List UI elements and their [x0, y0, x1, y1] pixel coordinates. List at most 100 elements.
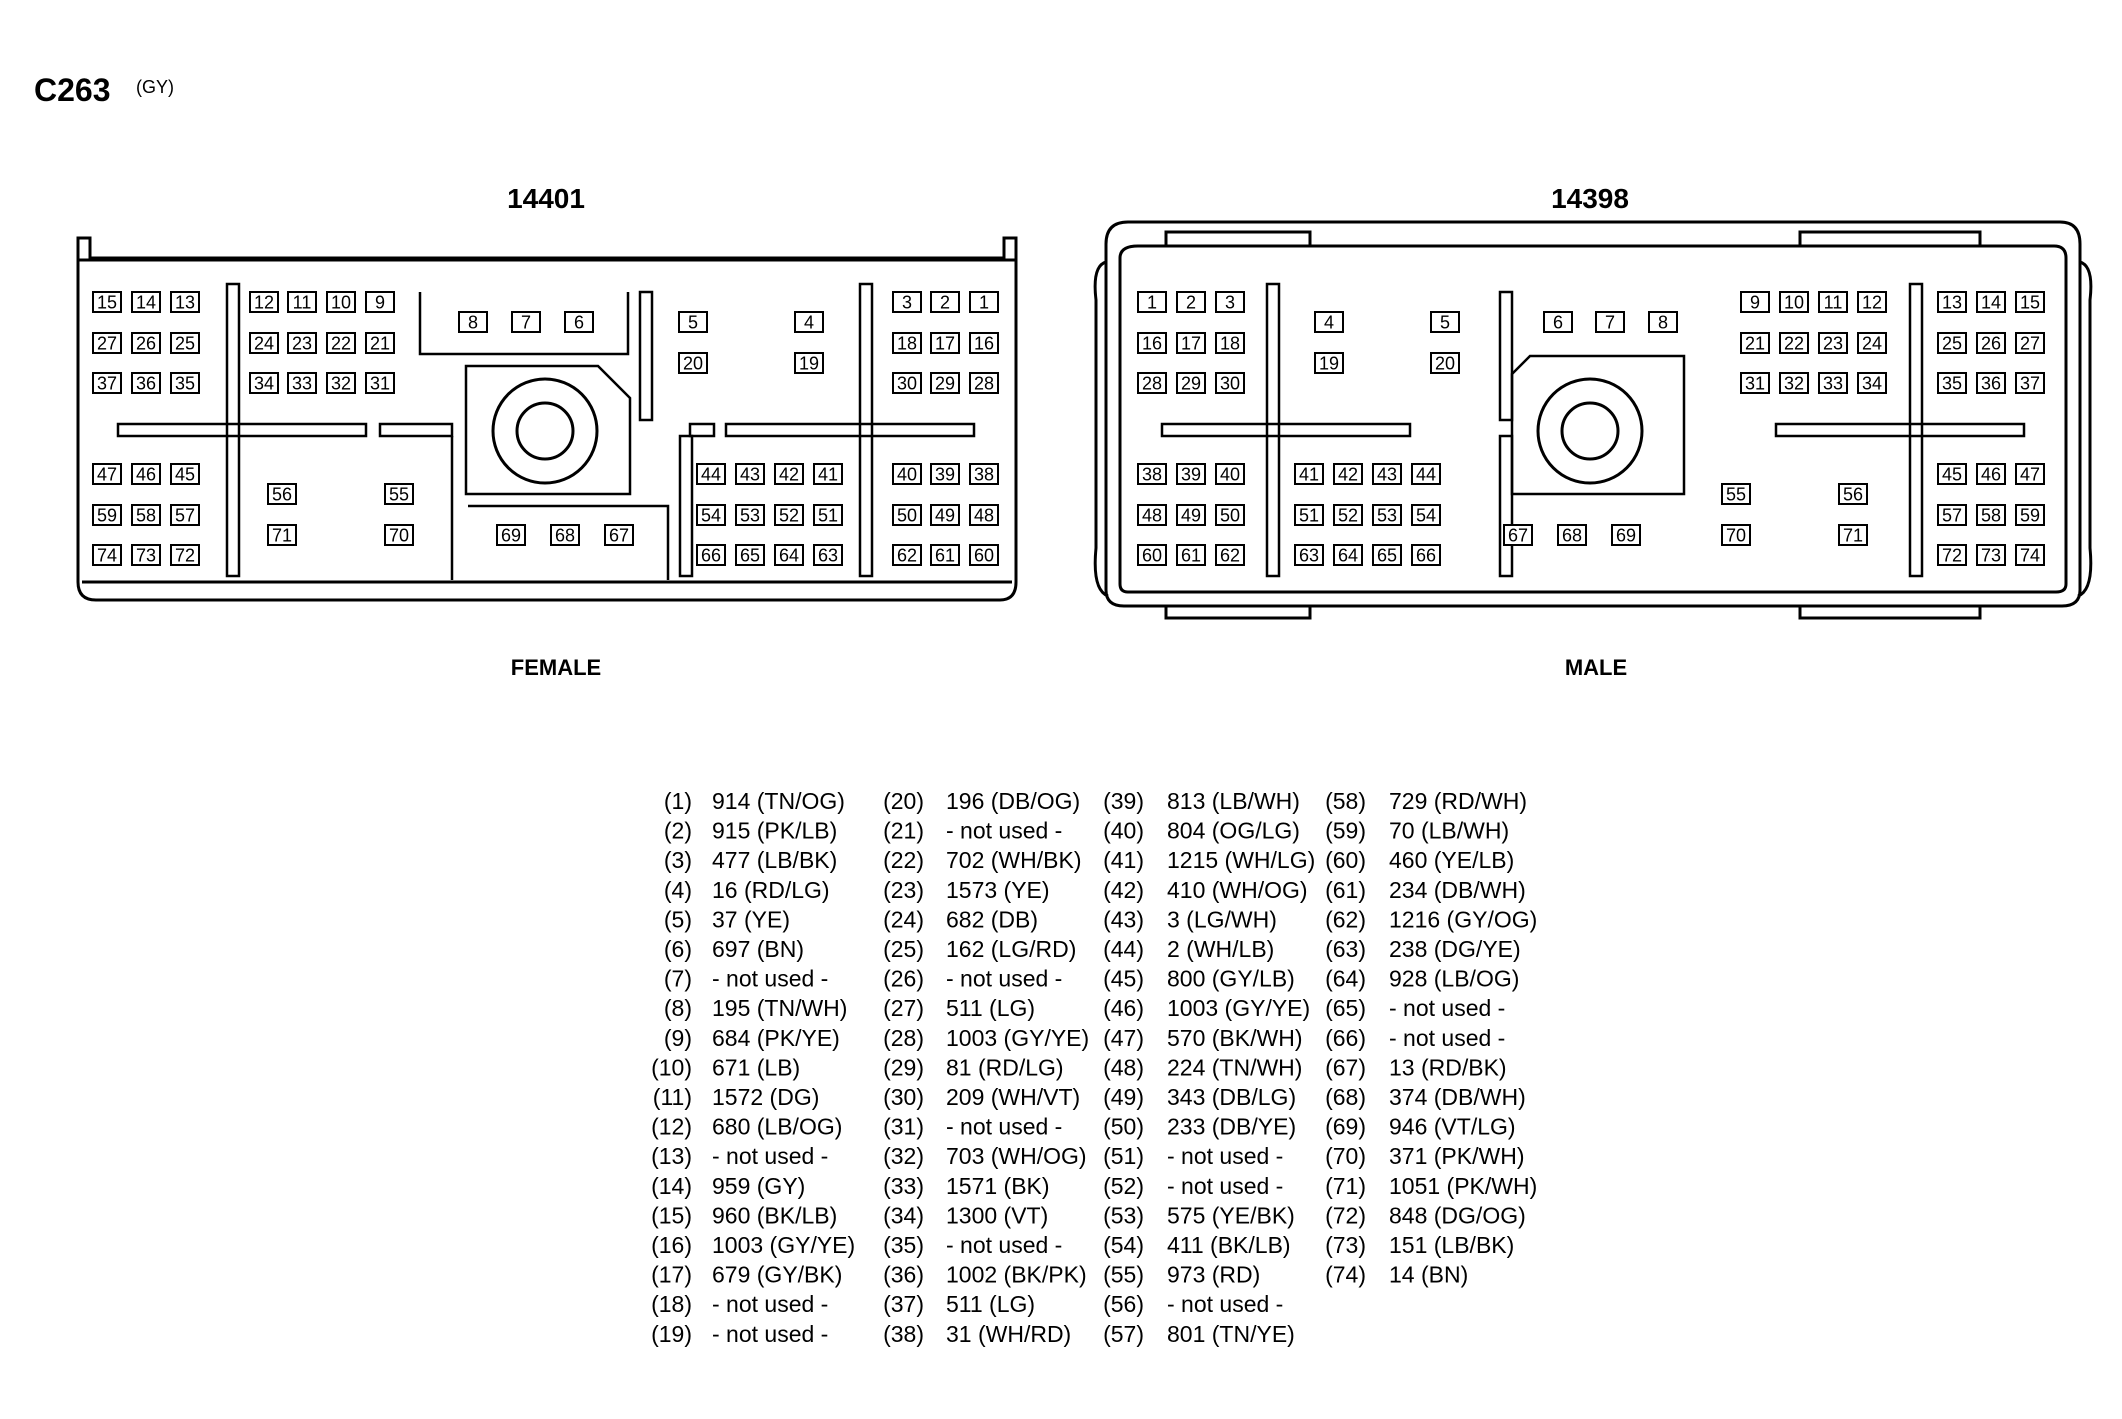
pin-number: 73 — [136, 546, 156, 566]
pin-number: 24 — [254, 334, 274, 354]
pin-table-pin: (74) — [1325, 1262, 1366, 1288]
male-pin-cavity-29: 29 — [1176, 372, 1206, 394]
male-housing-inner — [1118, 244, 2068, 594]
male-pin-cavity-66: 66 — [1411, 544, 1441, 566]
male-part-number: 14398 — [1551, 183, 1629, 214]
pin-box — [1818, 291, 1848, 313]
pin-box — [1215, 372, 1245, 394]
pin-box — [131, 504, 161, 526]
pin-number: 68 — [555, 526, 575, 546]
pin-box — [678, 311, 708, 333]
pin-box — [92, 504, 122, 526]
pin-box — [1976, 544, 2006, 566]
pin-number: 12 — [254, 293, 274, 313]
pin-number: 43 — [1377, 465, 1397, 485]
male-pin-cavity-32: 32 — [1779, 372, 1809, 394]
male-pin-cavity-67: 67 — [1503, 524, 1533, 546]
female-pin-cavity-7: 7 — [511, 311, 541, 333]
female-pin-cavity-24: 24 — [249, 332, 279, 354]
pin-table-circuit: 682 (DB) — [946, 906, 1038, 932]
female-pin-cavity-18: 18 — [892, 332, 922, 354]
female-pin-cavity-31: 31 — [365, 372, 395, 394]
pin-number: 25 — [175, 334, 195, 354]
pin-number: 61 — [935, 546, 955, 566]
pin-box — [1137, 372, 1167, 394]
pin-box — [131, 544, 161, 566]
male-pin-cavity-54: 54 — [1411, 504, 1441, 526]
pin-table-circuit: 411 (BK/LB) — [1167, 1232, 1291, 1258]
pin-number: 61 — [1181, 546, 1201, 566]
male-pin-cavity-53: 53 — [1372, 504, 1402, 526]
pin-box — [170, 372, 200, 394]
male-pin-cavity-47: 47 — [2015, 463, 2045, 485]
pin-table-circuit: - not used - — [946, 1232, 1062, 1258]
pin-table-pin: (3) — [664, 847, 692, 873]
pin-box — [1137, 504, 1167, 526]
pin-number: 2 — [1186, 293, 1196, 313]
pin-number: 18 — [897, 334, 917, 354]
pin-box — [892, 544, 922, 566]
female-pin-cavity-53: 53 — [735, 504, 765, 526]
pin-number: 66 — [701, 546, 721, 566]
pin-number: 35 — [1942, 374, 1962, 394]
female-pin-cavity-17: 17 — [930, 332, 960, 354]
pin-number: 16 — [1142, 334, 1162, 354]
pin-table-pin: (37) — [883, 1291, 924, 1317]
pin-number: 74 — [2020, 546, 2040, 566]
pin-box — [735, 463, 765, 485]
pin-table-pin: (62) — [1325, 906, 1366, 932]
pin-number: 34 — [254, 374, 274, 394]
pin-table-pin: (48) — [1103, 1054, 1144, 1080]
pin-box — [892, 504, 922, 526]
pin-number: 65 — [1377, 546, 1397, 566]
pin-table-pin: (16) — [651, 1232, 692, 1258]
pin-number: 1 — [1147, 293, 1157, 313]
pin-number: 17 — [1181, 334, 1201, 354]
pin-table-circuit: 14 (BN) — [1389, 1262, 1468, 1288]
pin-box — [696, 463, 726, 485]
pin-box — [131, 291, 161, 313]
female-pin-cavity-11: 11 — [287, 291, 317, 313]
pin-number: 39 — [935, 465, 955, 485]
pin-number: 72 — [175, 546, 195, 566]
pin-box — [170, 544, 200, 566]
pin-box — [326, 332, 356, 354]
pin-table-circuit: 946 (VT/LG) — [1389, 1114, 1516, 1140]
female-pin-cavity-32: 32 — [326, 372, 356, 394]
pin-box — [1137, 463, 1167, 485]
pin-box — [1937, 544, 1967, 566]
pin-number: 12 — [1862, 293, 1882, 313]
pin-number: 11 — [293, 293, 312, 313]
pin-table-circuit: - not used - — [1389, 1025, 1505, 1051]
pin-box — [1976, 504, 2006, 526]
pin-number: 4 — [804, 313, 814, 333]
male-pin-cavity-56: 56 — [1838, 483, 1868, 505]
pin-number: 56 — [1843, 485, 1863, 505]
pin-box — [696, 504, 726, 526]
female-pin-cavity-20: 20 — [678, 352, 708, 374]
pin-table-circuit: 196 (DB/OG) — [946, 788, 1080, 814]
female-connector — [76, 236, 1018, 602]
pin-table-circuit: 697 (BN) — [712, 936, 804, 962]
female-pin-cavity-16: 16 — [969, 332, 999, 354]
pin-box — [930, 544, 960, 566]
pin-box — [1372, 504, 1402, 526]
female-pin-cavity-30: 30 — [892, 372, 922, 394]
pin-number: 48 — [1142, 506, 1162, 526]
pin-box — [1372, 463, 1402, 485]
pin-box — [1215, 291, 1245, 313]
female-center-key — [464, 364, 632, 496]
pin-table-circuit: 973 (RD) — [1167, 1262, 1260, 1288]
connector-title: C263 — [34, 72, 111, 108]
pin-number: 34 — [1862, 374, 1882, 394]
male-pin-cavity-25: 25 — [1937, 332, 1967, 354]
female-pin-cavity-9: 9 — [365, 291, 395, 313]
male-pin-cavity-10: 10 — [1779, 291, 1809, 313]
pin-table-circuit: 81 (RD/LG) — [946, 1054, 1064, 1080]
pin-box — [1818, 372, 1848, 394]
pin-box — [794, 311, 824, 333]
pin-box — [287, 291, 317, 313]
pin-table-circuit: 209 (WH/VT) — [946, 1084, 1080, 1110]
pin-table-pin: (63) — [1325, 936, 1366, 962]
pin-table-pin: (39) — [1103, 788, 1144, 814]
